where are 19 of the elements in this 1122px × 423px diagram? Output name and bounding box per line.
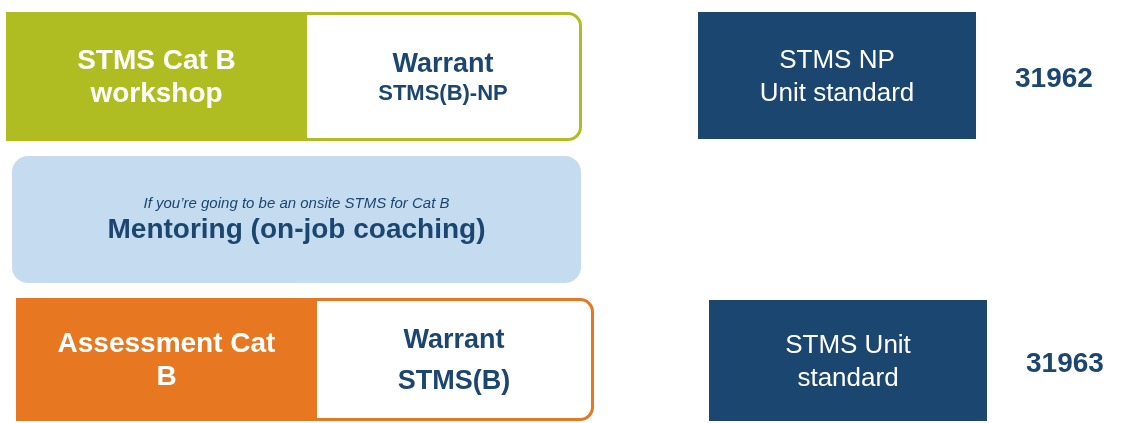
unit-standard-number: 31963 bbox=[1026, 347, 1104, 379]
warrant-box bbox=[6, 12, 582, 141]
mentoring-box bbox=[12, 156, 581, 283]
assessment-title: Assessment Cat B bbox=[56, 327, 277, 392]
unit-standard-box bbox=[698, 12, 976, 139]
workshop-title: STMS Cat B workshop bbox=[76, 44, 237, 109]
warrant-title: Warrant bbox=[392, 47, 494, 80]
warrant-title: Warrant bbox=[403, 323, 505, 356]
unit-standard-text: STMS NP Unit standard bbox=[758, 43, 916, 108]
unit-standard-number: 31962 bbox=[1015, 62, 1093, 94]
warrant-box bbox=[16, 298, 594, 421]
unit-standard-box bbox=[709, 300, 987, 421]
assessment-block bbox=[16, 298, 317, 421]
mentoring-note: If you’re going to be an onsite STMS for Cat B bbox=[143, 193, 450, 212]
warrant-code: STMS(B)-NP bbox=[378, 79, 508, 106]
unit-standard-text: STMS Unit standard bbox=[784, 328, 912, 393]
workshop-block bbox=[6, 12, 307, 141]
warrant-code: STMS(B) bbox=[397, 363, 511, 397]
mentoring-title: Mentoring (on-job coaching) bbox=[107, 211, 486, 246]
